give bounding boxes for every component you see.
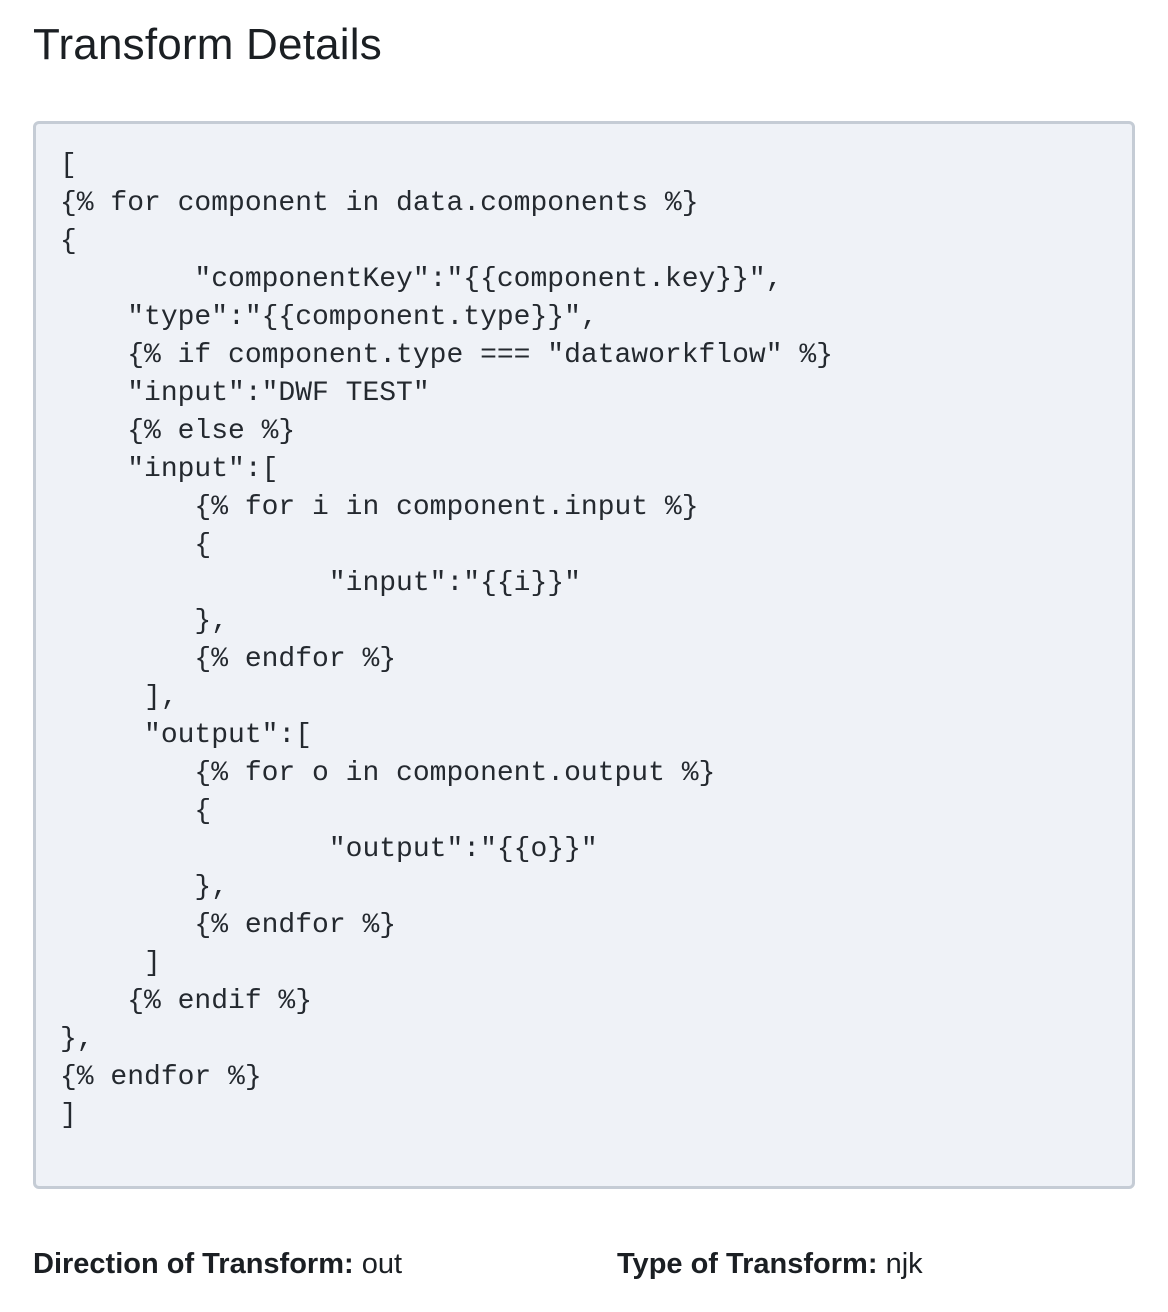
direction-label: Direction of Transform: <box>33 1248 354 1280</box>
code-line: ] <box>60 948 161 979</box>
code-line: { <box>60 530 212 561</box>
direction-of-transform: Direction of Transform: out <box>33 1244 402 1284</box>
code-line: "input":[ <box>60 454 279 485</box>
code-line: "input":"DWF TEST" <box>60 378 430 409</box>
type-label: Type of Transform: <box>617 1248 878 1280</box>
code-line: {% else %} <box>60 416 296 447</box>
code-line: }, <box>60 1024 94 1055</box>
code-line: {% for i in component.input %} <box>60 492 699 523</box>
code-line: {% if component.type === "dataworkflow" … <box>60 340 833 371</box>
code-line: {% for component in data.components %} <box>60 188 699 219</box>
code-line: { <box>60 226 77 257</box>
code-line: }, <box>60 872 229 903</box>
direction-value: out <box>361 1248 403 1280</box>
code-line: "output":[ <box>60 720 313 751</box>
code-line: {% for o in component.output %} <box>60 758 716 789</box>
code-line: ] <box>60 1100 77 1131</box>
page-title: Transform Details <box>33 20 382 69</box>
code-line: "input":"{{i}}" <box>60 568 581 599</box>
code-line: { <box>60 796 212 827</box>
code-line: {% endfor %} <box>60 910 397 941</box>
code-line: {% endfor %} <box>60 644 397 675</box>
transform-code-block[interactable]: [ {% for component in data.components %}… <box>60 147 833 1135</box>
code-line: [ <box>60 150 77 181</box>
type-of-transform: Type of Transform: njk <box>617 1244 923 1284</box>
code-line: ], <box>60 682 178 713</box>
code-line: {% endfor %} <box>60 1062 262 1093</box>
type-value: njk <box>885 1248 923 1280</box>
code-panel[interactable]: [ {% for component in data.components %}… <box>33 121 1135 1189</box>
code-line: }, <box>60 606 229 637</box>
code-line: {% endif %} <box>60 986 313 1017</box>
code-line: "componentKey":"{{component.key}}", <box>60 264 783 295</box>
code-line: "output":"{{o}}" <box>60 834 598 865</box>
code-line: "type":"{{component.type}}", <box>60 302 598 333</box>
